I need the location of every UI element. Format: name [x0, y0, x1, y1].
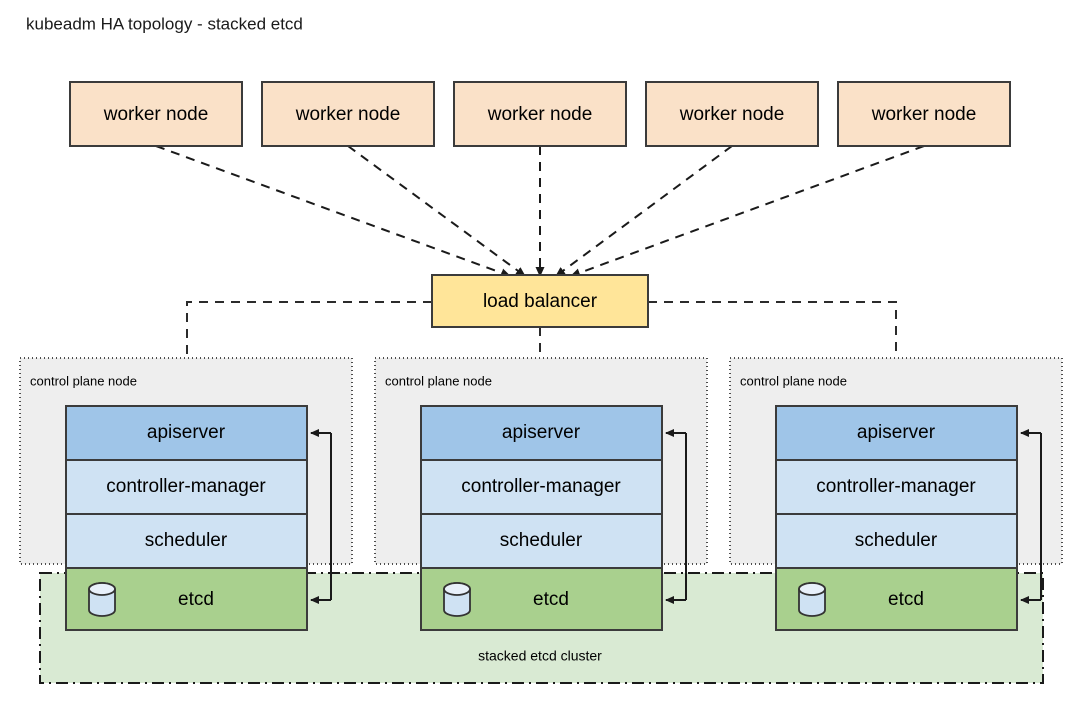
worker-node-2[interactable]: worker node: [261, 81, 435, 147]
cp2-controller-manager-box[interactable]: [420, 459, 663, 515]
load-balancer-box[interactable]: [431, 274, 649, 328]
page-title: kubeadm HA topology - stacked etcd: [26, 14, 303, 33]
cp1-scheduler-label: scheduler: [145, 530, 228, 551]
worker-node-3-label: worker node: [487, 104, 593, 125]
cp3-controller-manager-box[interactable]: [775, 459, 1018, 515]
cp3-apiserver-box[interactable]: [775, 405, 1018, 461]
control-plane-3-components: apiserver controller-manager scheduler e…: [775, 405, 1042, 631]
worker-node-1[interactable]: worker node: [69, 81, 243, 147]
database-cylinder-icon: [798, 582, 826, 617]
worker-node-1-box[interactable]: [69, 81, 243, 147]
cp2-apiserver-label: apiserver: [502, 422, 581, 443]
cp3-scheduler-box[interactable]: [775, 513, 1018, 569]
cp1-etcd-label: etcd: [178, 589, 214, 610]
cp2-scheduler-box[interactable]: [420, 513, 663, 569]
load-balancer-label: load balancer: [483, 291, 598, 312]
database-cylinder-icon: [88, 582, 116, 617]
worker-node-3-box[interactable]: [453, 81, 627, 147]
control-plane-2-components: apiserver controller-manager scheduler e…: [420, 405, 687, 631]
control-plane-1-components: apiserver controller-manager scheduler e…: [65, 405, 332, 631]
control-plane-node-3-label: control plane node: [740, 373, 847, 388]
worker-node-2-box[interactable]: [261, 81, 435, 147]
worker-node-3[interactable]: worker node: [453, 81, 627, 147]
cp1-scheduler-box[interactable]: [65, 513, 308, 569]
cp3-scheduler-label: scheduler: [855, 530, 938, 551]
cp1-apiserver-box[interactable]: [65, 405, 308, 461]
cp2-apiserver-box[interactable]: [420, 405, 663, 461]
control-plane-node-1-label: control plane node: [30, 373, 137, 388]
load-balancer-node[interactable]: load balancer: [431, 274, 649, 328]
cp1-apiserver-label: apiserver: [147, 422, 226, 443]
worker-node-1-label: worker node: [103, 104, 209, 125]
worker-node-5-label: worker node: [871, 104, 977, 125]
cp3-etcd-label: etcd: [888, 589, 924, 610]
worker-node-4[interactable]: worker node: [645, 81, 819, 147]
database-cylinder-icon: [443, 582, 471, 617]
connector-worker-4-to-load-balancer: [555, 145, 733, 277]
worker-to-lb-connectors: [155, 145, 925, 278]
cp3-controller-manager-label: controller-manager: [816, 476, 976, 497]
worker-node-2-label: worker node: [295, 104, 401, 125]
control-plane-node-2-label: control plane node: [385, 373, 492, 388]
cp2-scheduler-label: scheduler: [500, 530, 583, 551]
cp3-apiserver-label: apiserver: [857, 422, 936, 443]
worker-node-5-box[interactable]: [837, 81, 1011, 147]
cp2-controller-manager-label: controller-manager: [461, 476, 621, 497]
cp1-controller-manager-label: controller-manager: [106, 476, 266, 497]
worker-node-5[interactable]: worker node: [837, 81, 1011, 147]
cp2-etcd-label: etcd: [533, 589, 569, 610]
cp1-controller-manager-box[interactable]: [65, 459, 308, 515]
stacked-etcd-cluster-label: stacked etcd cluster: [478, 648, 602, 664]
connector-worker-2-to-load-balancer: [347, 145, 526, 277]
worker-node-4-label: worker node: [679, 104, 785, 125]
worker-node-4-box[interactable]: [645, 81, 819, 147]
